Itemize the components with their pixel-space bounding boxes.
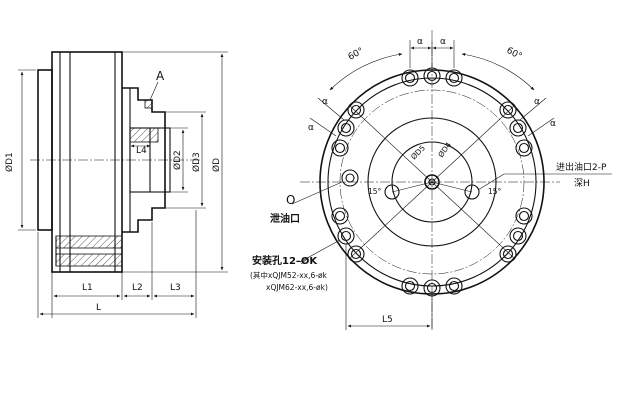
alpha-ext-r1 <box>519 97 547 121</box>
label-d: ØD <box>211 158 222 172</box>
side-view: A L4 ØD1 ØD2 ØD3 ØD L1 L2 <box>4 51 228 318</box>
alpha-ext-l1 <box>317 97 345 121</box>
line-15-right <box>431 181 473 193</box>
diag-line-2 <box>431 105 515 183</box>
label-alpha-2: α <box>440 37 446 47</box>
label-d1: ØD1 <box>4 152 15 172</box>
label-alpha-r1: α <box>534 97 540 107</box>
label-60-left: 60° <box>347 46 366 62</box>
bolt-hole <box>515 139 533 157</box>
bolt-hole <box>337 227 355 245</box>
hub-circle <box>367 117 497 247</box>
arc-60-right <box>461 53 535 91</box>
label-l1: L1 <box>82 283 93 293</box>
mount-note-1: (其中xQJM52-xx,6-øk <box>250 270 328 280</box>
label-60-right: 60° <box>505 46 524 62</box>
label-o: O <box>286 193 295 207</box>
bolt-hole <box>401 277 419 295</box>
label-a: A <box>156 69 165 83</box>
leader-mount <box>299 239 341 263</box>
label-d4: ØD4 <box>436 140 453 159</box>
label-d2: ØD2 <box>172 150 183 170</box>
alpha-ext-l2 <box>309 117 337 137</box>
bolt-hole <box>347 101 365 119</box>
label-alpha-1: α <box>417 37 423 47</box>
bolt-hole <box>331 207 349 225</box>
mount-note-2: xQJM62-xx,6-øk) <box>266 283 328 292</box>
line-15-left <box>391 181 433 193</box>
label-alpha-l2: α <box>308 123 314 133</box>
mount-holes-label: 安装孔12–ØK <box>252 254 318 267</box>
leader-oil <box>477 173 505 191</box>
front-view: 15° 15° ØD5 ØD4 <box>250 30 612 330</box>
body-flange <box>51 51 123 273</box>
hatch-chamfer <box>144 99 153 109</box>
label-d3: ØD3 <box>191 152 202 172</box>
label-alpha-l1: α <box>322 97 328 107</box>
drain-port <box>341 169 359 187</box>
oil-port-right <box>464 184 480 200</box>
oil-port-left <box>384 184 400 200</box>
leader-o <box>291 181 343 205</box>
right-hub-outline <box>122 87 166 233</box>
center-bore <box>424 174 440 190</box>
center-dot <box>428 178 436 186</box>
bolt-hole <box>445 277 463 295</box>
bolt-hole <box>509 227 527 245</box>
alpha-ext-r2 <box>527 117 555 137</box>
bolt-pcd <box>339 89 525 275</box>
label-l: L <box>96 303 101 313</box>
arc-60-left <box>329 53 403 91</box>
bolt-hole <box>499 245 517 263</box>
bolt-hole <box>499 101 517 119</box>
bolt-hole <box>515 207 533 225</box>
bolt-hole <box>331 139 349 157</box>
diag-line-4 <box>431 181 515 259</box>
leader-a <box>149 81 159 101</box>
inner-circle-d4 <box>391 141 473 223</box>
label-l2: L2 <box>132 283 143 293</box>
hatch-bottom-1 <box>55 235 123 249</box>
diag-line-1 <box>349 105 433 183</box>
depth-label: 深H <box>574 178 590 189</box>
bolt-hole <box>337 119 355 137</box>
hatch-top <box>129 127 159 143</box>
drain-port-inner <box>345 173 355 183</box>
bolt-hole <box>509 119 527 137</box>
label-d5: ØD5 <box>409 143 427 161</box>
hatch-bottom-2 <box>55 253 123 267</box>
label-l4: L4 <box>136 146 147 156</box>
outer-circle-2 <box>327 77 537 287</box>
bolt-hole <box>347 245 365 263</box>
label-l5: L5 <box>382 315 393 325</box>
oil-port-label: 进出油口2-P <box>556 161 607 173</box>
label-l3: L3 <box>170 283 181 293</box>
label-15-left: 15° <box>368 187 382 196</box>
label-15-right: 15° <box>488 187 502 196</box>
drain-port-label: 泄油口 <box>270 212 300 225</box>
diag-line-3 <box>349 181 433 259</box>
spigot-d1 <box>37 69 53 231</box>
label-alpha-r2: α <box>550 119 556 129</box>
